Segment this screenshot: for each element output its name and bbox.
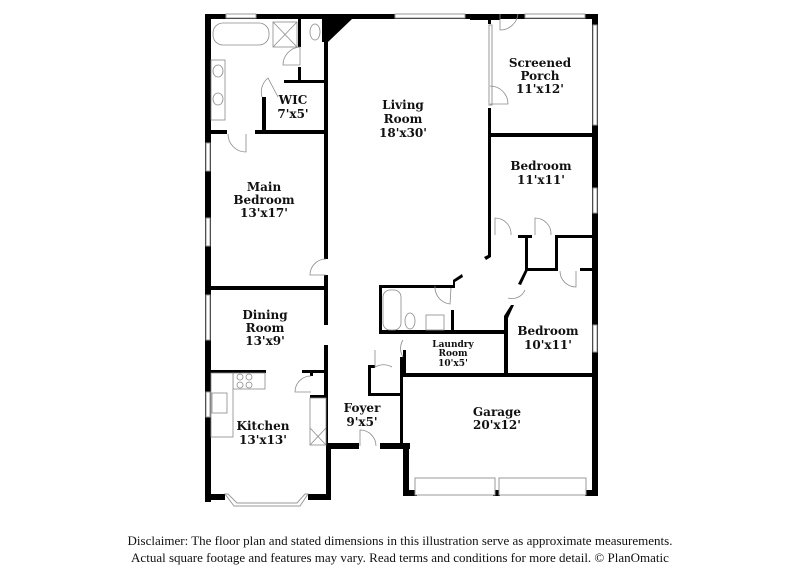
doors xyxy=(227,13,577,447)
label-main-bedroom-2: Bedroom xyxy=(233,193,294,207)
label-dining: Dining xyxy=(242,308,288,322)
dims-garage: 20'x12' xyxy=(473,418,521,432)
hall-tub xyxy=(382,289,402,331)
windows xyxy=(205,13,598,507)
toilet xyxy=(309,23,321,41)
bathtub xyxy=(212,22,270,46)
label-laundry: Laundry xyxy=(432,340,474,350)
interior-walls xyxy=(211,14,598,447)
label-bedroom-2: Bedroom xyxy=(510,159,571,173)
label-porch-2: Porch xyxy=(520,69,559,83)
label-foyer: Foyer xyxy=(344,401,381,415)
label-garage: Garage xyxy=(473,405,522,419)
label-main-bedroom: Main xyxy=(247,180,282,194)
dims-laundry: 10'x5' xyxy=(438,359,468,369)
dims-bedroom-3: 10'x11' xyxy=(524,338,572,352)
dims-bedroom-2: 11'x11' xyxy=(517,173,565,187)
dims-kitchen: 13'x13' xyxy=(239,433,287,447)
dims-foyer: 9'x5' xyxy=(346,415,377,429)
hall-toilet xyxy=(404,312,416,330)
label-kitchen: Kitchen xyxy=(237,419,290,433)
disclaimer-line-1: Disclaimer: The floor plan and stated di… xyxy=(127,533,673,548)
dims-porch: 11'x12' xyxy=(516,82,564,96)
disclaimer: Disclaimer: The floor plan and stated di… xyxy=(0,532,800,566)
label-wic: WIC xyxy=(278,93,308,107)
hall-sink xyxy=(425,314,445,331)
pantry xyxy=(309,397,327,446)
room-labels: WIC 7'x5' Living Room 18'x30' Screened P… xyxy=(233,56,578,447)
label-living-2: Room xyxy=(384,112,423,126)
label-porch: Screened xyxy=(509,56,572,70)
dims-dining: 13'x9' xyxy=(245,334,285,348)
corner-fill xyxy=(322,19,352,42)
kitchen-sink xyxy=(211,392,228,414)
dims-wic: 7'x5' xyxy=(277,107,308,121)
label-bedroom-3: Bedroom xyxy=(517,324,578,338)
dims-main-bedroom: 13'x17' xyxy=(240,206,288,220)
disclaimer-line-2: Actual square footage and features may v… xyxy=(131,550,669,565)
dims-living: 18'x30' xyxy=(379,126,427,140)
label-laundry-2: Room xyxy=(438,349,467,359)
label-dining-2: Room xyxy=(246,321,285,335)
fixtures xyxy=(210,21,445,446)
label-living: Living xyxy=(382,98,424,112)
